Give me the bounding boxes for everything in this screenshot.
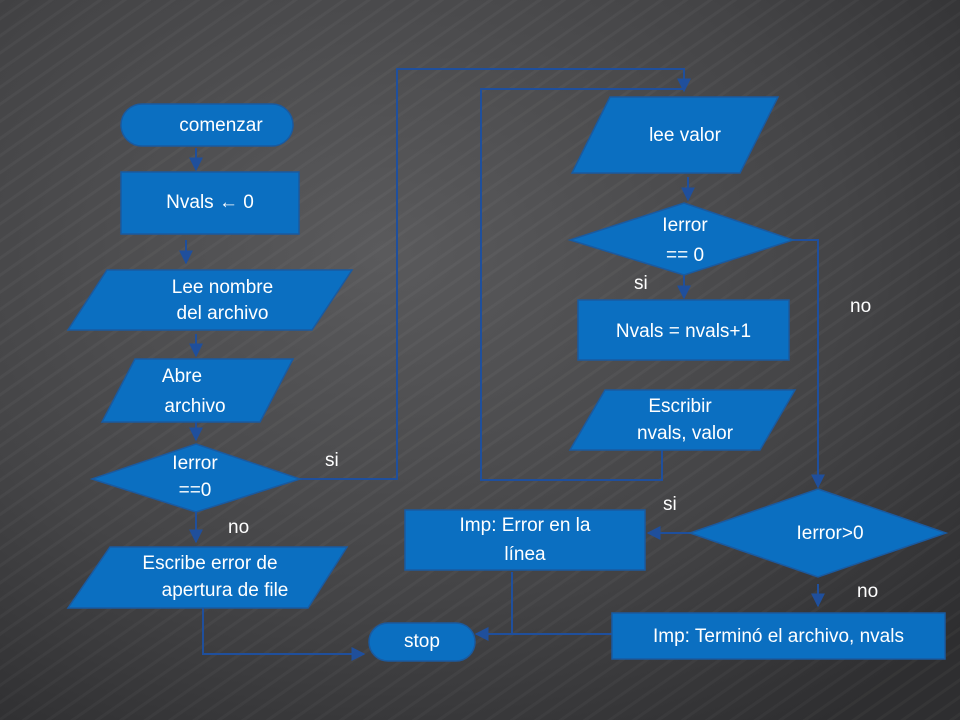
write-values-io bbox=[568, 389, 797, 451]
init-process bbox=[120, 171, 300, 235]
print-line-error-process bbox=[404, 509, 646, 571]
start-label: comenzar bbox=[179, 115, 263, 136]
check-read-label-line1: Ierror bbox=[662, 215, 708, 236]
edge-check-si-to-loop bbox=[300, 68, 691, 480]
edge-writeerror-to-stop bbox=[202, 608, 366, 661]
check-open-decision bbox=[89, 443, 303, 513]
write-values-label-line1: Escribir bbox=[648, 396, 712, 417]
read-name-io bbox=[66, 269, 354, 331]
start-terminator bbox=[120, 103, 294, 147]
stop-terminator bbox=[368, 622, 476, 662]
read-value-label: lee valor bbox=[649, 125, 721, 146]
check-error-decision bbox=[687, 488, 949, 578]
print-done-label: Imp: Terminó el archivo, nvals bbox=[653, 626, 904, 647]
increment-label: Nvals = nvals+1 bbox=[615, 321, 752, 342]
edge-label-error-no: no bbox=[857, 581, 879, 602]
open-file-label-line2: archivo bbox=[164, 396, 226, 417]
open-file-io bbox=[100, 358, 295, 423]
increment-process bbox=[577, 299, 790, 361]
edge-check-no-to-errorcheck bbox=[793, 239, 825, 489]
write-error-io bbox=[66, 546, 349, 609]
edge-label-error-si: si bbox=[663, 494, 677, 515]
read-name-label-line1: Lee nombre bbox=[171, 277, 274, 298]
write-values-label-line2: nvals, valor bbox=[636, 423, 734, 444]
read-name-label-line2: del archivo bbox=[176, 303, 269, 324]
edge-loop-return bbox=[480, 88, 684, 481]
check-open-label-line1: Ierror bbox=[172, 453, 218, 474]
write-error-label-line2: apertura de file bbox=[161, 580, 289, 601]
print-line-error-label-line1: Imp: Error en la bbox=[459, 515, 591, 536]
check-open-label-line2: ==0 bbox=[178, 480, 212, 501]
init-label: Nvals ← 0 bbox=[166, 192, 254, 213]
print-line-error-label-line2: línea bbox=[504, 544, 546, 565]
edge-label-open-si: si bbox=[325, 450, 339, 471]
stop-label: stop bbox=[404, 631, 440, 652]
print-done-process bbox=[611, 612, 946, 660]
check-read-label-line2: == 0 bbox=[665, 245, 705, 266]
open-file-label-line1: Abre bbox=[161, 366, 203, 387]
check-read-decision bbox=[567, 202, 796, 276]
check-error-label: Ierror>0 bbox=[796, 523, 864, 544]
edge-label-read-si: si bbox=[634, 273, 648, 294]
edge-label-open-no: no bbox=[228, 517, 250, 538]
write-error-label-line1: Escribe error de bbox=[142, 553, 278, 574]
edge-label-read-no: no bbox=[850, 296, 872, 317]
read-value-io bbox=[570, 96, 780, 174]
